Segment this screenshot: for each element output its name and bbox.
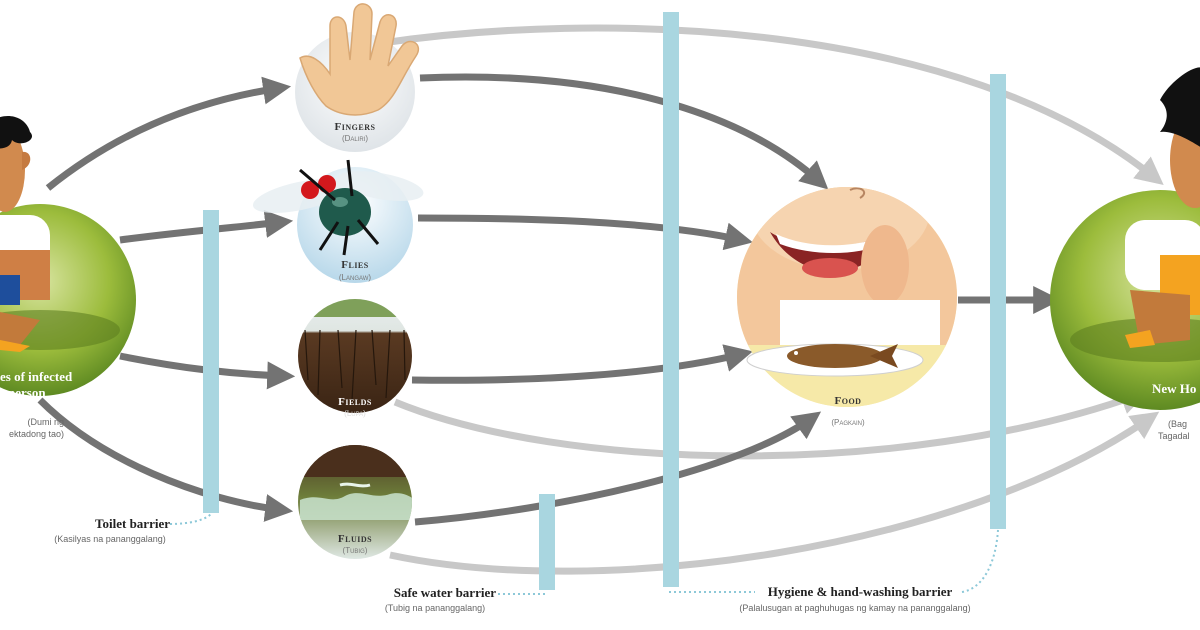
water-barrier-sub: (Tubig na pananggalang)	[384, 603, 486, 613]
host-title: New Ho	[1152, 381, 1196, 396]
water-barrier-title: Safe water barrier	[393, 585, 496, 600]
arrow-fingers-to-host	[374, 24, 1164, 186]
flies-sub: (Langaw)	[338, 273, 372, 282]
hand-icon	[299, 3, 420, 116]
host-node: New Ho	[1050, 67, 1200, 410]
water-icon	[298, 445, 412, 520]
source-node: es of infected person	[0, 116, 136, 400]
fish-plate-icon	[746, 343, 924, 377]
fluids-node	[298, 445, 412, 559]
source-title-line1: es of infected	[0, 369, 73, 384]
host-boy-icon	[1070, 220, 1200, 362]
arrow-source-to-fields	[119, 352, 296, 390]
arrow-fields-to-food	[411, 344, 753, 384]
fields-title: Fields	[338, 396, 372, 408]
arrow-source-to-fluids	[37, 397, 294, 522]
toilet-leader	[169, 513, 212, 525]
arrow-fluids-to-food	[414, 411, 822, 526]
boy-icon	[0, 215, 120, 352]
fingers-node	[295, 3, 420, 152]
food-title: Food	[834, 395, 862, 407]
fluids-sub: (Tubig)	[342, 546, 368, 555]
food-sub: (Pagkain)	[831, 418, 865, 427]
hygiene-barrier-sub: (Palalusugan at paghuhugas ng kamay na p…	[739, 603, 971, 613]
arrow-fingers-to-food	[419, 73, 829, 190]
arrow-fluids-to-host	[389, 411, 1160, 575]
food-node	[737, 187, 957, 407]
fluids-title: Fluids	[337, 533, 373, 545]
barriers	[169, 12, 1006, 595]
source-title-line2: person	[8, 385, 46, 400]
hygiene-barrier-bar-2	[990, 74, 1006, 529]
fingers-sub: (Daliri)	[341, 134, 369, 143]
hygiene-leader-2	[961, 529, 999, 593]
host-sub-line2: Tagadal	[1158, 431, 1190, 441]
arrow-source-to-fingers	[45, 76, 292, 191]
toilet-barrier-sub: (Kasilyas na pananggalang)	[54, 534, 166, 544]
source-sub-line1: (Dumi ng	[27, 417, 64, 427]
flies-node	[252, 159, 424, 283]
arrow-source-to-flies	[119, 210, 294, 244]
toilet-barrier-bar	[203, 210, 219, 513]
water-barrier-bar	[539, 494, 555, 590]
hygiene-barrier-bar-1	[663, 12, 679, 587]
flies-title: Flies	[341, 259, 369, 271]
host-sub-line1: (Bag	[1168, 419, 1188, 429]
boy-head-icon	[0, 116, 32, 212]
arrow-flies-to-food	[417, 214, 753, 251]
hygiene-barrier-title: Hygiene & hand-washing barrier	[767, 584, 953, 599]
source-sub-line2: ektadong tao)	[8, 429, 64, 439]
host-head-icon	[1160, 67, 1200, 208]
fields-sub: (Lupa)	[344, 409, 366, 418]
fly-icon	[252, 159, 424, 256]
fingers-title: Fingers	[334, 121, 376, 133]
toilet-barrier-title: Toilet barrier	[95, 516, 170, 531]
